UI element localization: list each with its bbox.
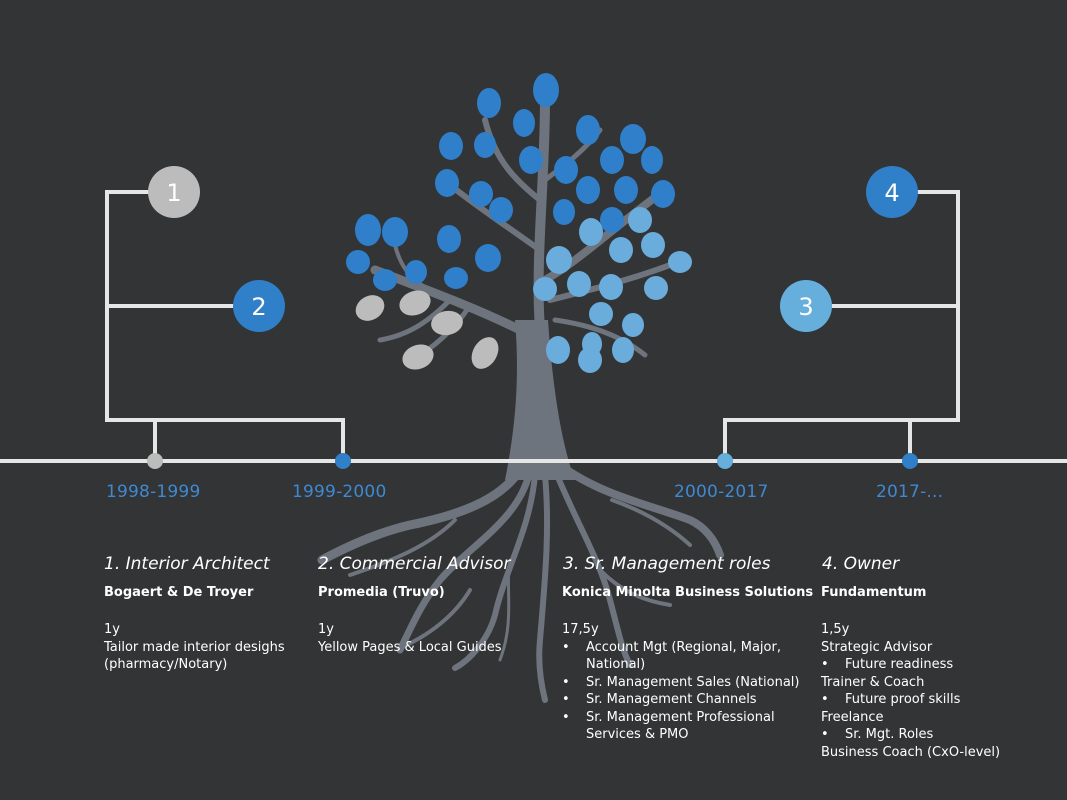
detail-line: Tailor made interior desighs (104, 639, 285, 655)
detail-bullet: Sr. Mgt. Roles (821, 726, 1000, 744)
company-3: Konica Minolta Business Solutions (562, 585, 814, 600)
timeline-dot-4 (902, 453, 918, 469)
duration-2: 1y (318, 622, 334, 637)
role-title-3: 3. Sr. Management roles (563, 554, 771, 574)
timeline-connectors (105, 190, 960, 456)
milestone-node-2: 2 (233, 280, 285, 332)
light-blue-leaves (533, 207, 692, 373)
role-title-4: 4. Owner (822, 554, 900, 574)
milestone-number-3: 3 (798, 293, 813, 321)
milestone-node-1: 1 (148, 166, 200, 218)
timeline-dot-1 (147, 453, 163, 469)
duration-4: 1,5y (821, 622, 850, 637)
duration-3: 17,5y (562, 622, 599, 637)
details-4: 1,5y Strategic Advisor Future readiness … (821, 621, 1000, 761)
tree-roots (317, 461, 724, 703)
milestone-number-1: 1 (166, 179, 181, 207)
detail-role: Strategic Advisor (821, 639, 933, 655)
duration-1: 1y (104, 622, 120, 637)
company-1: Bogaert & De Troyer (104, 585, 254, 600)
detail-line: Yellow Pages & Local Guides (318, 639, 502, 655)
tree-illustration (317, 73, 724, 703)
milestone-node-3: 3 (780, 280, 832, 332)
detail-bullet: Sr. Management Professional (562, 709, 799, 727)
timeline-dot-2 (335, 453, 351, 469)
blue-leaves (346, 73, 675, 291)
year-label-4: 2017-... (876, 482, 944, 502)
detail-bullet: Sr. Management Channels (562, 691, 799, 709)
details-1: 1y Tailor made interior desighs (pharmac… (104, 621, 285, 674)
gray-leaves (355, 290, 499, 370)
detail-bullet: Sr. Management Sales (National) (562, 674, 799, 692)
detail-bullet: Future readiness (821, 656, 1000, 674)
details-3: 17,5y Account Mgt (Regional, Major, Nati… (562, 621, 799, 744)
detail-line: (pharmacy/Notary) (104, 657, 228, 672)
role-title-1: 1. Interior Architect (104, 554, 270, 574)
milestone-number-4: 4 (884, 179, 899, 207)
year-label-1: 1998-1999 (106, 482, 201, 502)
year-label-3: 2000-2017 (674, 482, 769, 502)
details-2: 1y Yellow Pages & Local Guides (318, 621, 502, 656)
detail-role: Freelance (821, 709, 884, 725)
detail-role: Trainer & Coach (821, 674, 925, 690)
role-title-2: 2. Commercial Advisor (318, 554, 511, 574)
company-4: Fundamentum (821, 585, 927, 600)
detail-bullet: Account Mgt (Regional, Major, (562, 639, 799, 657)
detail-bullet-continuation: National) (586, 657, 646, 672)
timeline-dot-3 (717, 453, 733, 469)
detail-bullet: Future proof skills (821, 691, 1000, 709)
detail-last-line: Business Coach (CxO-level) (821, 744, 1001, 760)
company-2: Promedia (Truvo) (318, 585, 445, 600)
detail-bullet-continuation: Services & PMO (586, 727, 689, 742)
tree-trunk (505, 320, 575, 480)
milestone-number-2: 2 (251, 293, 266, 321)
year-label-2: 1999-2000 (292, 482, 387, 502)
milestone-node-4: 4 (866, 166, 918, 218)
